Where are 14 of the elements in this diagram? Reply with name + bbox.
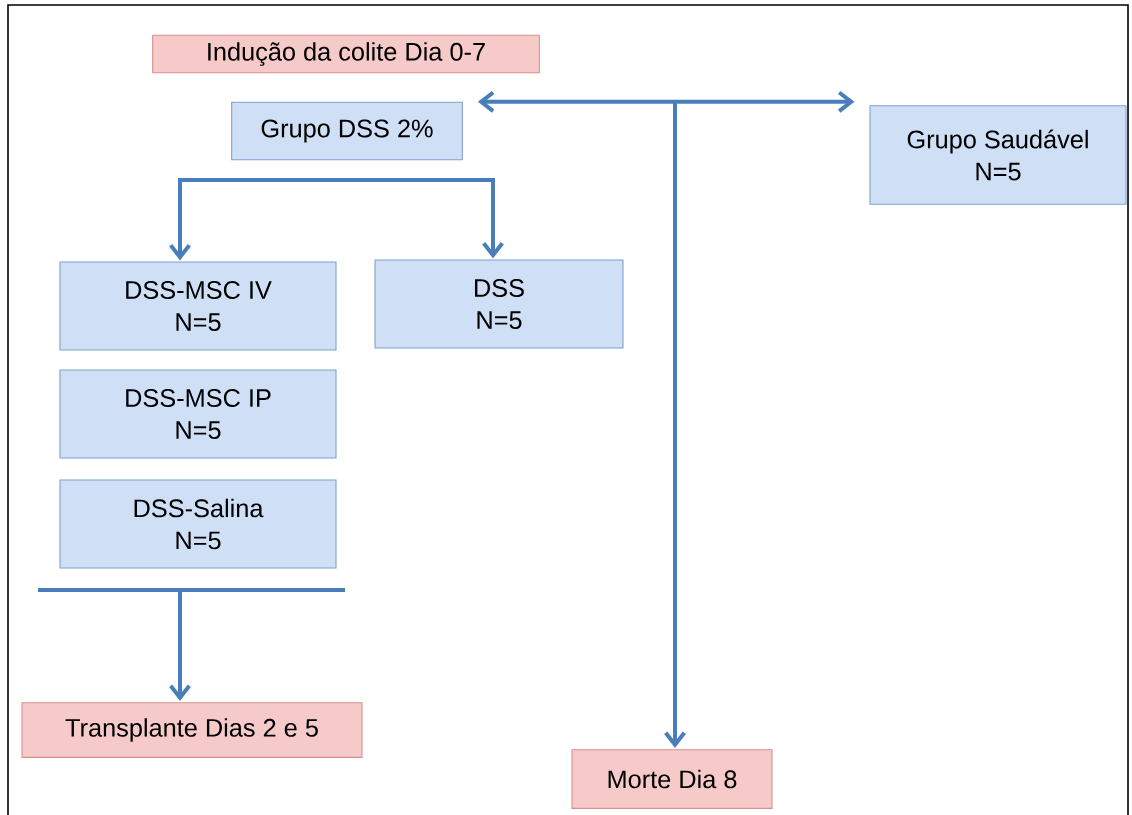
arrow bbox=[477, 90, 855, 113]
group-box: Grupo Saudável N=5 bbox=[869, 105, 1127, 205]
stage-box: Indução da colite Dia 0-7 bbox=[152, 34, 540, 74]
group-box: Grupo DSS 2% bbox=[231, 101, 463, 161]
group-box: DSS-Salina N=5 bbox=[59, 479, 337, 569]
group-box: DSS N=5 bbox=[374, 259, 624, 349]
arrow bbox=[664, 103, 686, 749]
arrow bbox=[169, 180, 191, 261]
arrow bbox=[169, 590, 191, 702]
group-box: DSS-MSC IV N=5 bbox=[59, 261, 337, 351]
group-box: DSS-MSC IP N=5 bbox=[59, 369, 337, 459]
stage-box: Transplante Dias 2 e 5 bbox=[21, 702, 363, 758]
arrow bbox=[482, 180, 504, 259]
stage-box: Morte Dia 8 bbox=[571, 749, 773, 809]
